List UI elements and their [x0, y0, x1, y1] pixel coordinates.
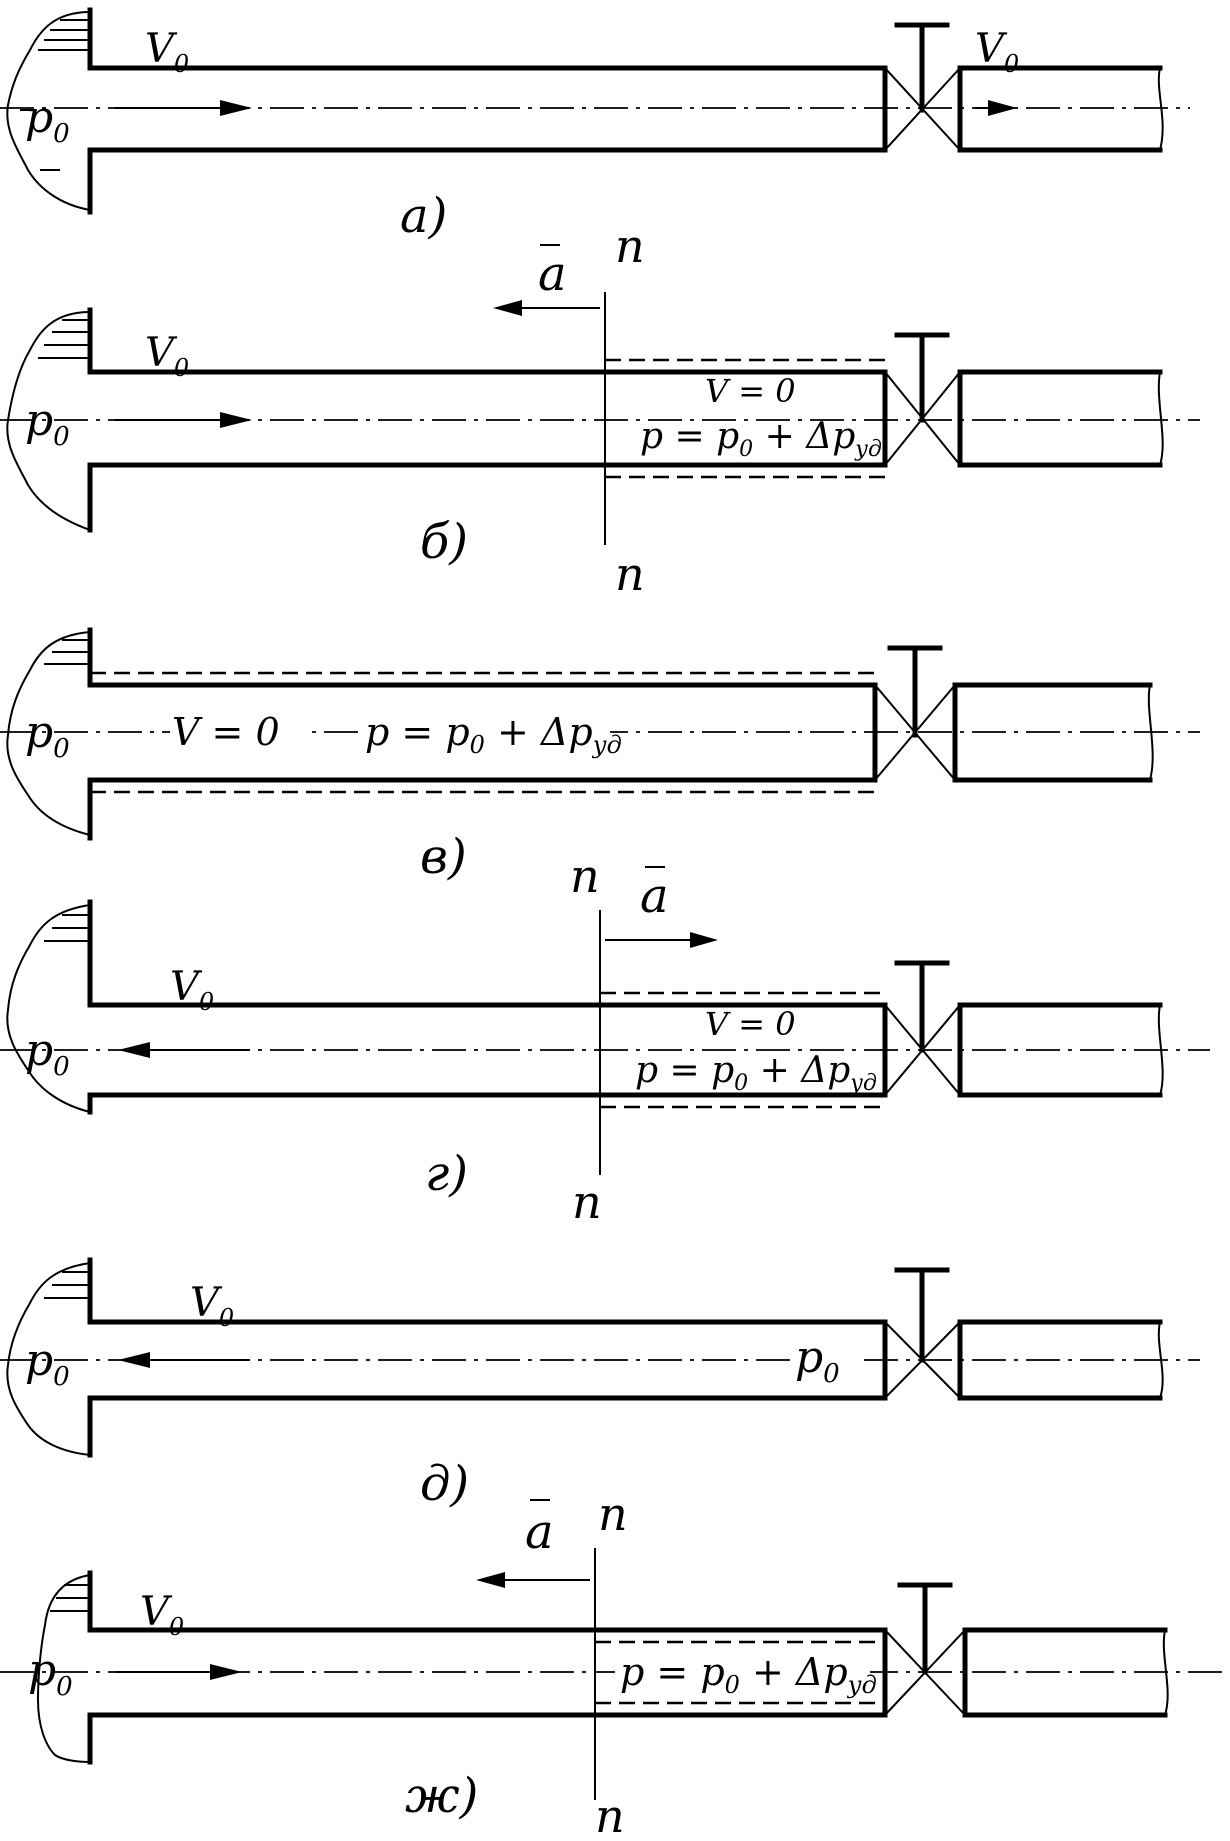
valve — [882, 1582, 968, 1718]
velocity-zero-label: V = 0 — [705, 372, 796, 410]
pressure-label-right: p0 — [795, 1332, 840, 1389]
figure-d: p0 V0 p0 д) — [0, 1257, 1200, 1512]
valve — [872, 645, 958, 783]
figure-caption: б) — [420, 514, 468, 570]
velocity-label-right: V0 — [975, 26, 1019, 78]
pressure-increase-label: p = p0 + Δpуд — [640, 416, 882, 462]
pressure-label: p0 — [28, 1645, 73, 1702]
pressure-label: p0 — [25, 707, 70, 764]
reservoir — [6, 307, 93, 533]
figure-a: p0 V0 V0 а) — [0, 7, 1190, 244]
wave-direction-arrow — [493, 300, 600, 316]
velocity-label: V0 — [145, 26, 189, 78]
reservoir — [6, 7, 93, 215]
valve — [882, 1267, 963, 1401]
section-label-bottom: n — [595, 1789, 625, 1836]
section-label-top: n — [598, 1487, 628, 1541]
flow-arrow — [118, 1042, 250, 1058]
velocity-label: V0 — [140, 1589, 184, 1641]
velocity-label: V0 — [170, 964, 214, 1016]
valve — [882, 22, 963, 153]
pressure-label: p0 — [25, 92, 70, 149]
pressure-label: p0 — [25, 395, 70, 452]
wave-speed-label: a — [525, 1504, 554, 1560]
figure-b: p0 V0 a n n V = 0 p = p0 + Δpуд б) — [0, 219, 1200, 601]
figure-caption: а) — [400, 188, 447, 244]
section-label-bottom: n — [572, 1175, 602, 1229]
reservoir — [6, 899, 93, 1115]
section-label-top: n — [570, 849, 600, 903]
section-label-top: n — [615, 219, 645, 273]
reservoir — [6, 627, 93, 841]
velocity-label: V0 — [190, 1280, 234, 1332]
figure-zh: p0 V0 a n n p = p0 + Δpуд ж) — [0, 1487, 1225, 1841]
pressure-label: p0 — [25, 1025, 70, 1082]
figure-g: p0 V0 a n n V = 0 p = p0 + Δpуд г) — [0, 849, 1210, 1229]
valve — [882, 960, 963, 1098]
velocity-zero-label: V = 0 — [172, 710, 280, 754]
pressure-increase-label: p = p0 + Δpуд — [620, 1650, 877, 1699]
section-label-bottom: n — [615, 547, 645, 601]
velocity-label: V0 — [145, 330, 189, 382]
figure-caption: д) — [420, 1456, 469, 1512]
velocity-zero-label: V = 0 — [705, 1005, 796, 1043]
flow-arrow — [118, 1352, 250, 1368]
wave-speed-label: a — [538, 246, 567, 302]
figure-caption: в) — [420, 829, 467, 885]
reservoir — [6, 1257, 93, 1458]
flow-arrow — [115, 412, 252, 428]
figure-caption: ж) — [405, 1768, 478, 1824]
flow-arrow — [115, 100, 252, 116]
figure-caption: г) — [425, 1146, 468, 1202]
flow-arrow-right — [975, 100, 1017, 116]
flow-arrow — [115, 1664, 242, 1680]
pressure-increase-label: p = p0 + Δpуд — [365, 710, 622, 759]
wave-direction-arrow — [476, 1572, 590, 1588]
figure-v: p0 V = 0 p = p0 + Δpуд в) — [0, 627, 1200, 885]
valve — [882, 332, 963, 468]
wave-speed-label: a — [640, 868, 669, 924]
pressure-increase-label: p = p0 + Δpуд — [635, 1050, 877, 1096]
pressure-label: p0 — [25, 1335, 70, 1392]
reservoir — [36, 1570, 93, 1765]
wave-direction-arrow — [605, 932, 718, 948]
